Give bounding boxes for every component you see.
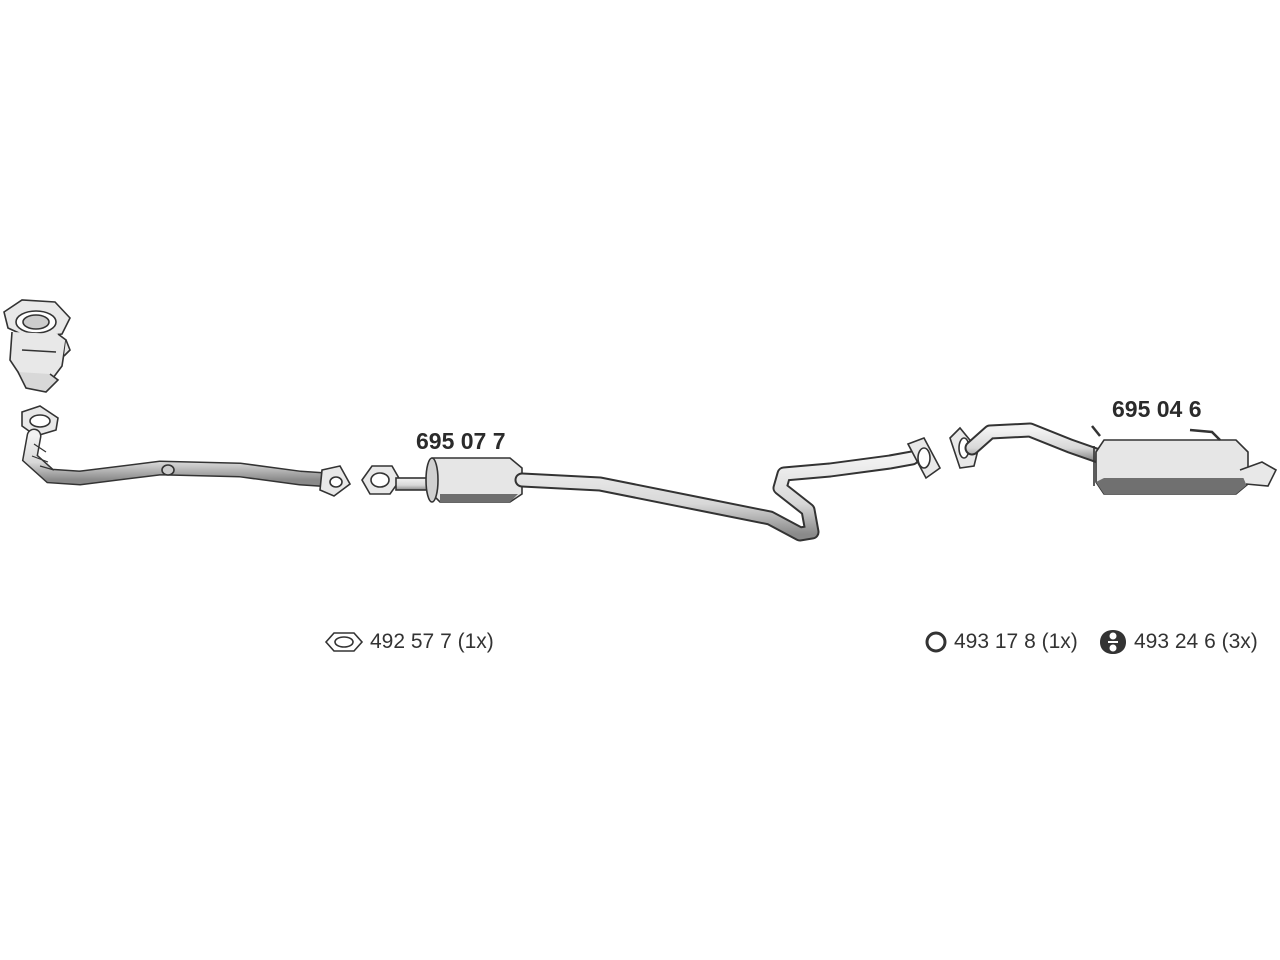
rear-silencer-assembly: [949, 422, 1278, 495]
legend-text-hanger: 493 24 6 (3x): [1134, 630, 1258, 653]
part-number-rear-silencer: 695 04 6: [1112, 396, 1202, 422]
ring-icon: [925, 631, 947, 653]
oval-gasket-icon: [324, 632, 364, 652]
legend-item-ring: 493 17 8 (1x): [924, 630, 1078, 654]
part-number-center-silencer: 695 07 7: [416, 428, 506, 454]
legend-item-hanger: 493 24 6 (3x): [1098, 628, 1258, 656]
catalytic-converter: [3, 299, 71, 393]
rubber-hanger-icon: [1100, 630, 1126, 654]
legend-item-gasket: 492 57 7 (1x): [324, 630, 494, 654]
legend-text-gasket: 492 57 7 (1x): [370, 630, 494, 653]
legend-text-ring: 493 17 8 (1x): [954, 630, 1078, 653]
front-pipe: [21, 405, 352, 497]
center-silencer-assembly: [361, 437, 942, 542]
